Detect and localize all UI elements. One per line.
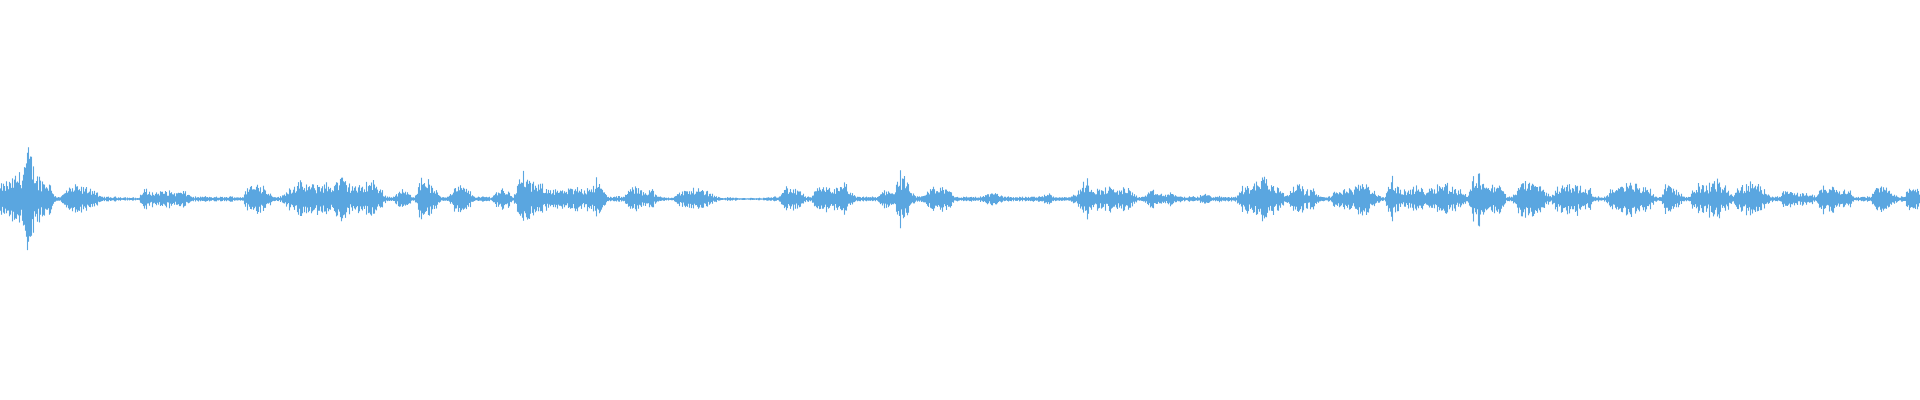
waveform-bars <box>0 147 1920 251</box>
waveform-samples <box>0 147 1920 251</box>
